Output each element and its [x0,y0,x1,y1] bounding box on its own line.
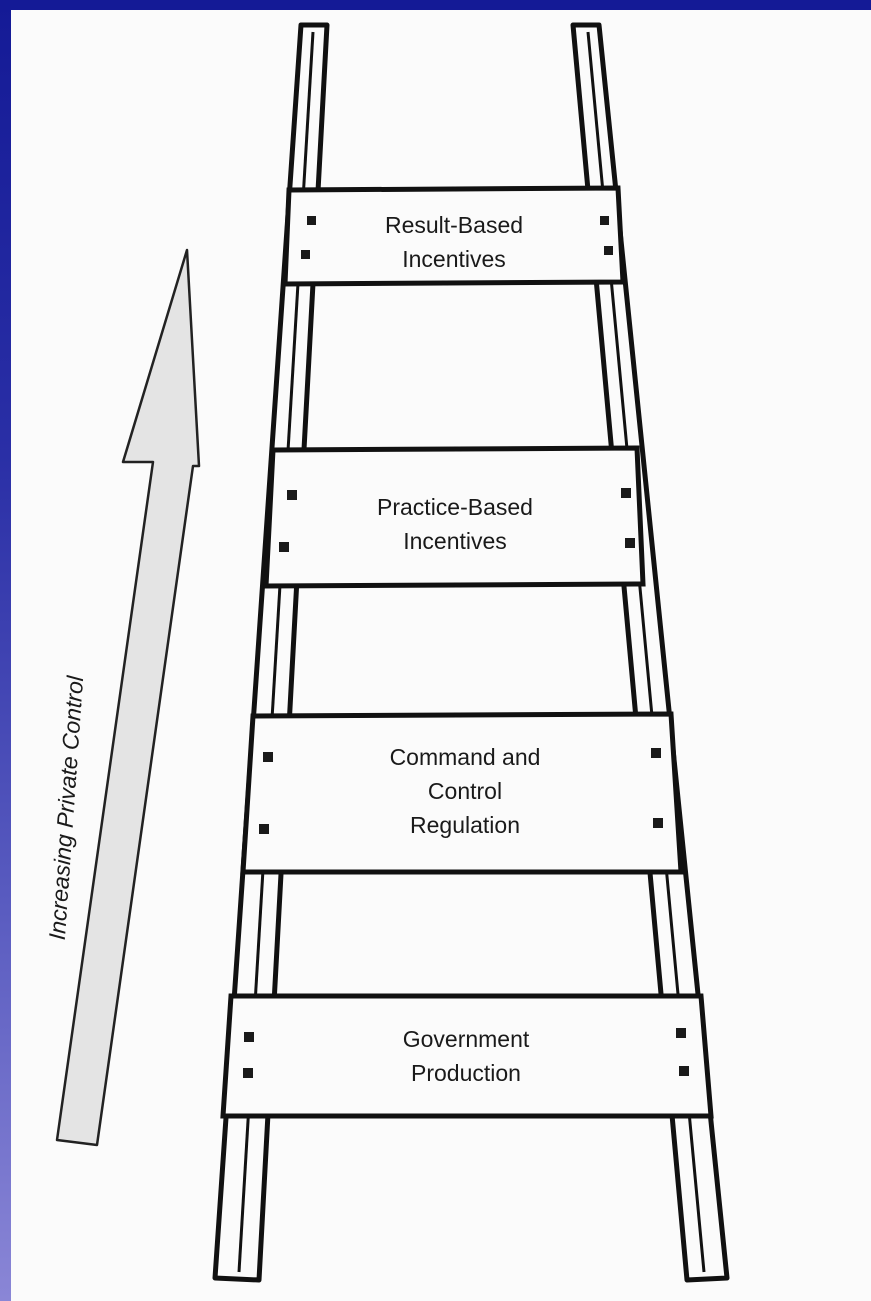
rung-label-result-based: Result-Based Incentives [289,208,619,276]
rung-label-government: Government Production [231,1022,701,1090]
rung-label-line: Practice-Based [377,494,533,520]
rung-label-line: Command and [389,744,541,770]
rung-board-government [220,993,714,1119]
slide-canvas: Increasing Private Control Result-Based … [11,10,871,1301]
rung-label-line: Government [402,1026,530,1052]
rung-label-line: Incentives [403,528,507,554]
rung-label-line: Regulation [410,812,520,838]
rung-board-command-control [240,711,684,875]
rung-label-practice-based: Practice-Based Incentives [273,490,637,558]
ladder-diagram [55,22,730,1283]
rung-board-result-based [282,185,626,287]
rung-board-practice-based [263,445,646,589]
bolts [243,216,689,1078]
up-arrow-icon [55,248,201,1147]
rung-label-line: Result-Based [384,212,524,238]
rung-label-line: Incentives [402,246,506,272]
rung-label-command-control: Command and Control Regulation [253,740,677,842]
rung-label-line: Control [427,778,503,804]
rung-label-line: Production [411,1060,521,1086]
